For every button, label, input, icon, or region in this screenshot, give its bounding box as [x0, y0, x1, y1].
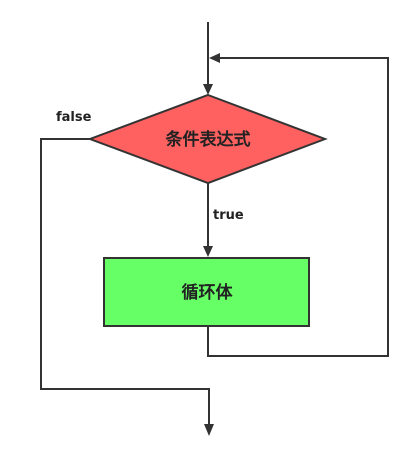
loop-body-label: 循环体: [182, 282, 234, 303]
loop-back-edge: [207, 57, 389, 357]
loop-body-box: [103, 257, 310, 327]
loop-back-arrowhead: [209, 53, 220, 63]
true-edge-arrowhead: [203, 246, 213, 257]
condition-label: 条件表达式: [165, 129, 251, 150]
entry-arrowhead: [203, 84, 213, 95]
false-edge-label: false: [56, 110, 92, 125]
false-edge-line: [40, 138, 210, 424]
true-edge-label: true: [213, 208, 244, 223]
exit-arrowhead: [204, 424, 214, 436]
